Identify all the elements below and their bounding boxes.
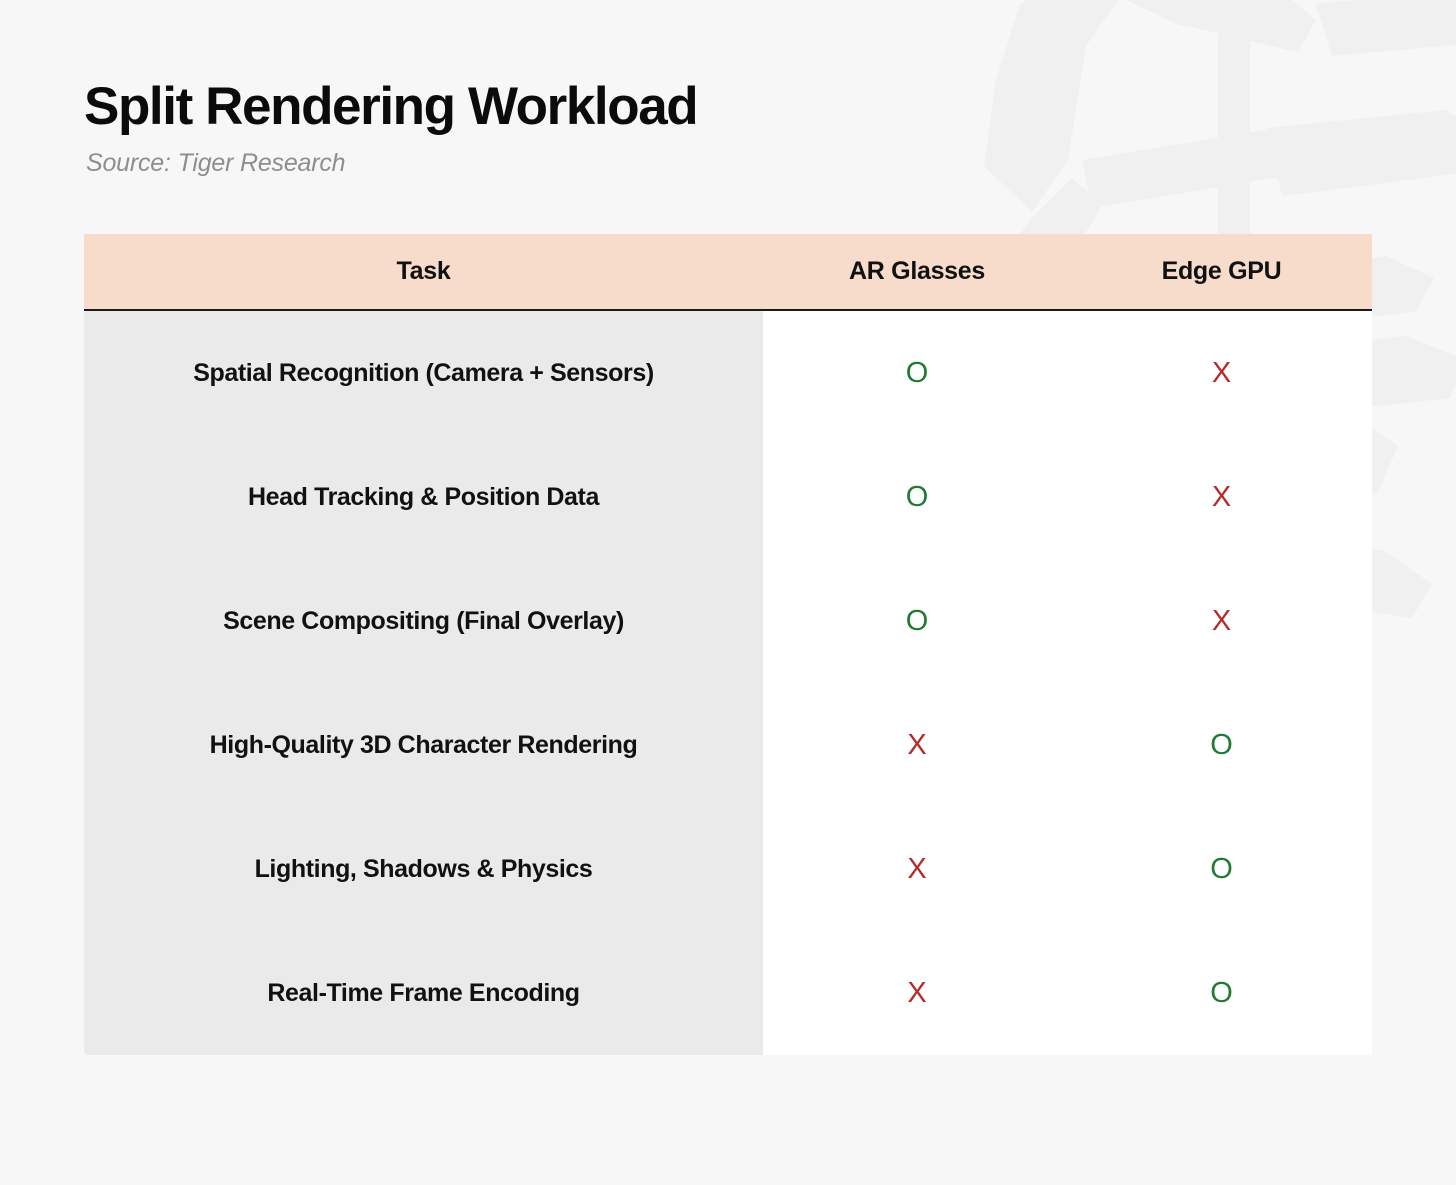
task-label: Scene Compositing (Final Overlay) xyxy=(84,559,763,683)
yes-mark-icon: O xyxy=(905,604,929,637)
table-header-row: Task AR Glasses Edge GPU xyxy=(84,234,1372,311)
no-mark-icon: X xyxy=(907,728,927,761)
ar-glasses-cell: O xyxy=(763,559,1071,683)
ar-glasses-cell: O xyxy=(763,310,1071,435)
column-header-task: Task xyxy=(84,234,763,311)
edge-gpu-cell: X xyxy=(1071,559,1372,683)
table-row: Real-Time Frame Encoding X O xyxy=(84,931,1372,1055)
task-label: Real-Time Frame Encoding xyxy=(84,931,763,1055)
yes-mark-icon: O xyxy=(1210,728,1233,761)
yes-mark-icon: O xyxy=(1210,976,1233,1009)
edge-gpu-cell: O xyxy=(1071,931,1372,1055)
page-title: Split Rendering Workload xyxy=(84,77,699,136)
yes-mark-icon: O xyxy=(905,356,929,389)
table-row: Head Tracking & Position Data O X xyxy=(84,435,1372,559)
no-mark-icon: X xyxy=(1211,356,1232,389)
column-header-ar-glasses: AR Glasses xyxy=(763,234,1071,311)
header-block: Split Rendering Workload Source: Tiger R… xyxy=(84,77,699,178)
source-subtitle: Source: Tiger Research xyxy=(86,149,346,178)
edge-gpu-cell: X xyxy=(1071,435,1372,559)
table-row: Scene Compositing (Final Overlay) O X xyxy=(84,559,1372,683)
table-row: Spatial Recognition (Camera + Sensors) O… xyxy=(84,310,1372,435)
no-mark-icon: X xyxy=(907,976,927,1009)
edge-gpu-cell: X xyxy=(1071,310,1372,435)
ar-glasses-cell: X xyxy=(763,683,1071,807)
task-label: Head Tracking & Position Data xyxy=(84,435,763,559)
column-header-edge-gpu: Edge GPU xyxy=(1071,234,1372,311)
table-row: High-Quality 3D Character Rendering X O xyxy=(84,683,1372,807)
yes-mark-icon: O xyxy=(1210,852,1233,885)
table-header: Task AR Glasses Edge GPU xyxy=(84,234,1372,311)
table-body: Spatial Recognition (Camera + Sensors) O… xyxy=(84,310,1372,1055)
task-label: Spatial Recognition (Camera + Sensors) xyxy=(84,310,763,435)
task-label: High-Quality 3D Character Rendering xyxy=(84,683,763,807)
yes-mark-icon: O xyxy=(905,480,929,513)
no-mark-icon: X xyxy=(1211,604,1232,637)
table-row: Lighting, Shadows & Physics X O xyxy=(84,807,1372,931)
split-rendering-workload-table: Task AR Glasses Edge GPU Spatial Recogni… xyxy=(84,234,1372,1055)
ar-glasses-cell: O xyxy=(763,435,1071,559)
ar-glasses-cell: X xyxy=(763,807,1071,931)
task-label: Lighting, Shadows & Physics xyxy=(84,807,763,931)
ar-glasses-cell: X xyxy=(763,931,1071,1055)
edge-gpu-cell: O xyxy=(1071,683,1372,807)
no-mark-icon: X xyxy=(907,852,927,885)
edge-gpu-cell: O xyxy=(1071,807,1372,931)
no-mark-icon: X xyxy=(1211,480,1232,513)
